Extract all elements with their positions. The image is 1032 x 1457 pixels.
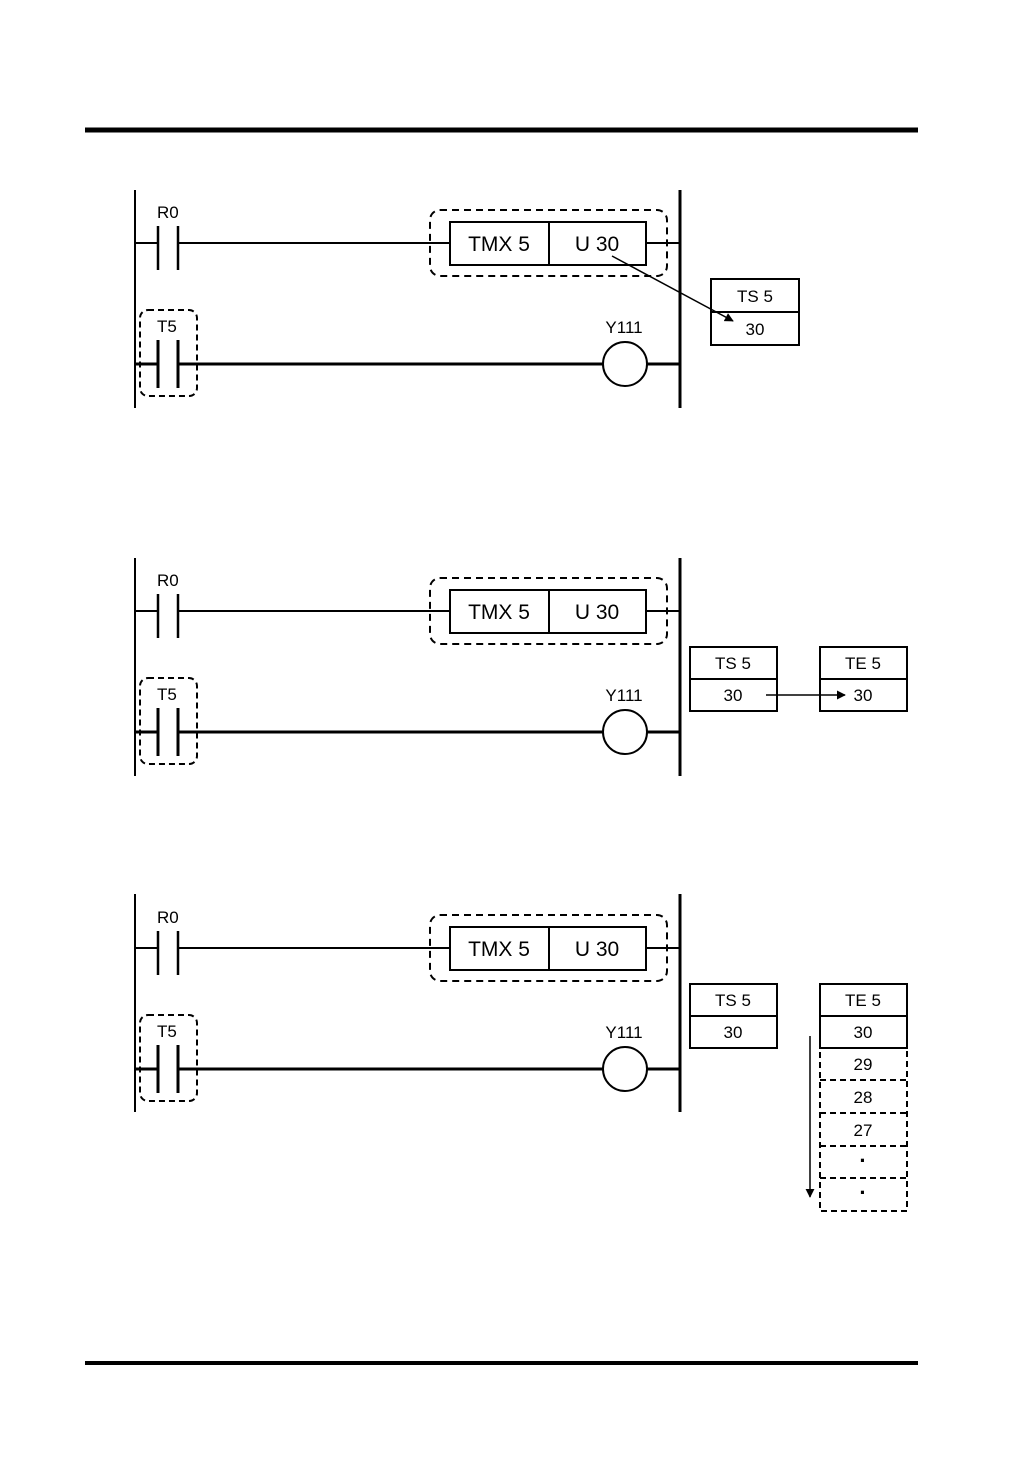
contact-r0-label: R0 [157,571,179,590]
operand-label: U 30 [575,601,619,624]
te-value: 28 [854,1088,873,1107]
te-value: 30 [854,686,873,705]
instruction-label: TMX 5 [468,233,530,256]
operand-label: U 30 [575,233,619,256]
te-value: 30 [854,1023,873,1042]
te-value: 29 [854,1055,873,1074]
te-header: TE 5 [845,654,881,673]
instruction-label: TMX 5 [468,938,530,961]
contact-t5-label: T5 [157,317,177,336]
coil-label: Y111 [605,686,642,705]
ladder-diagram-2-text: R0 T5 TMX 5 U 30 Y111 TS 5 30 TE 5 30 [157,571,881,705]
instruction-label: TMX 5 [468,601,530,624]
ladder-diagram-3-text: R0 T5 TMX 5 U 30 Y111 TS 5 30 TE 5 30 29… [157,908,881,1205]
ts-value: 30 [724,686,743,705]
ts-header: TS 5 [737,287,773,306]
transfer-arrow [612,256,733,321]
coil-label: Y111 [605,1023,642,1042]
contact-t5-label: T5 [157,685,177,704]
contact-r0-label: R0 [157,203,179,222]
coil-circle [603,710,647,754]
te-value: 27 [854,1121,873,1140]
ts-value: 30 [746,320,765,339]
ladder-diagram-2 [135,558,907,776]
te-header: TE 5 [845,991,881,1010]
te-value-ellipsis: · [859,1148,866,1173]
coil-circle [603,1047,647,1091]
ts-header: TS 5 [715,654,751,673]
coil-label: Y111 [605,318,642,337]
ladder-diagram-1 [135,190,799,408]
ts-header: TS 5 [715,991,751,1010]
operand-label: U 30 [575,938,619,961]
contact-t5-label: T5 [157,1022,177,1041]
contact-r0-label: R0 [157,908,179,927]
te-value-ellipsis: · [859,1180,866,1205]
coil-circle [603,342,647,386]
ts-value: 30 [724,1023,743,1042]
